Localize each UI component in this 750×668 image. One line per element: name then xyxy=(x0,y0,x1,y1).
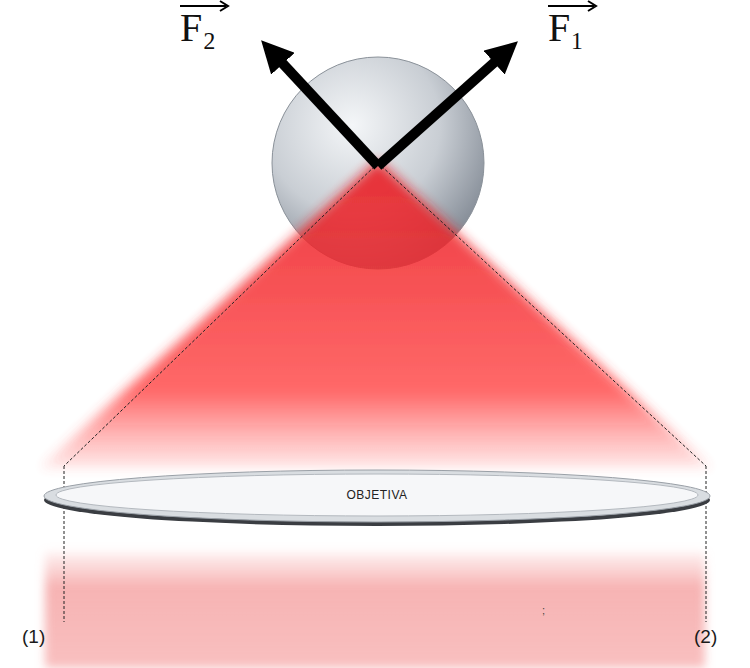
force-label: F₂ xyxy=(180,4,216,51)
callout-number: (2) xyxy=(694,626,717,648)
callout-number: (1) xyxy=(22,626,45,648)
stray-mark: ; xyxy=(542,604,545,616)
lens-label: OBJETIVA xyxy=(346,488,407,502)
lens-node: OBJETIVA xyxy=(42,464,712,528)
force-label: F₁ xyxy=(548,4,584,51)
